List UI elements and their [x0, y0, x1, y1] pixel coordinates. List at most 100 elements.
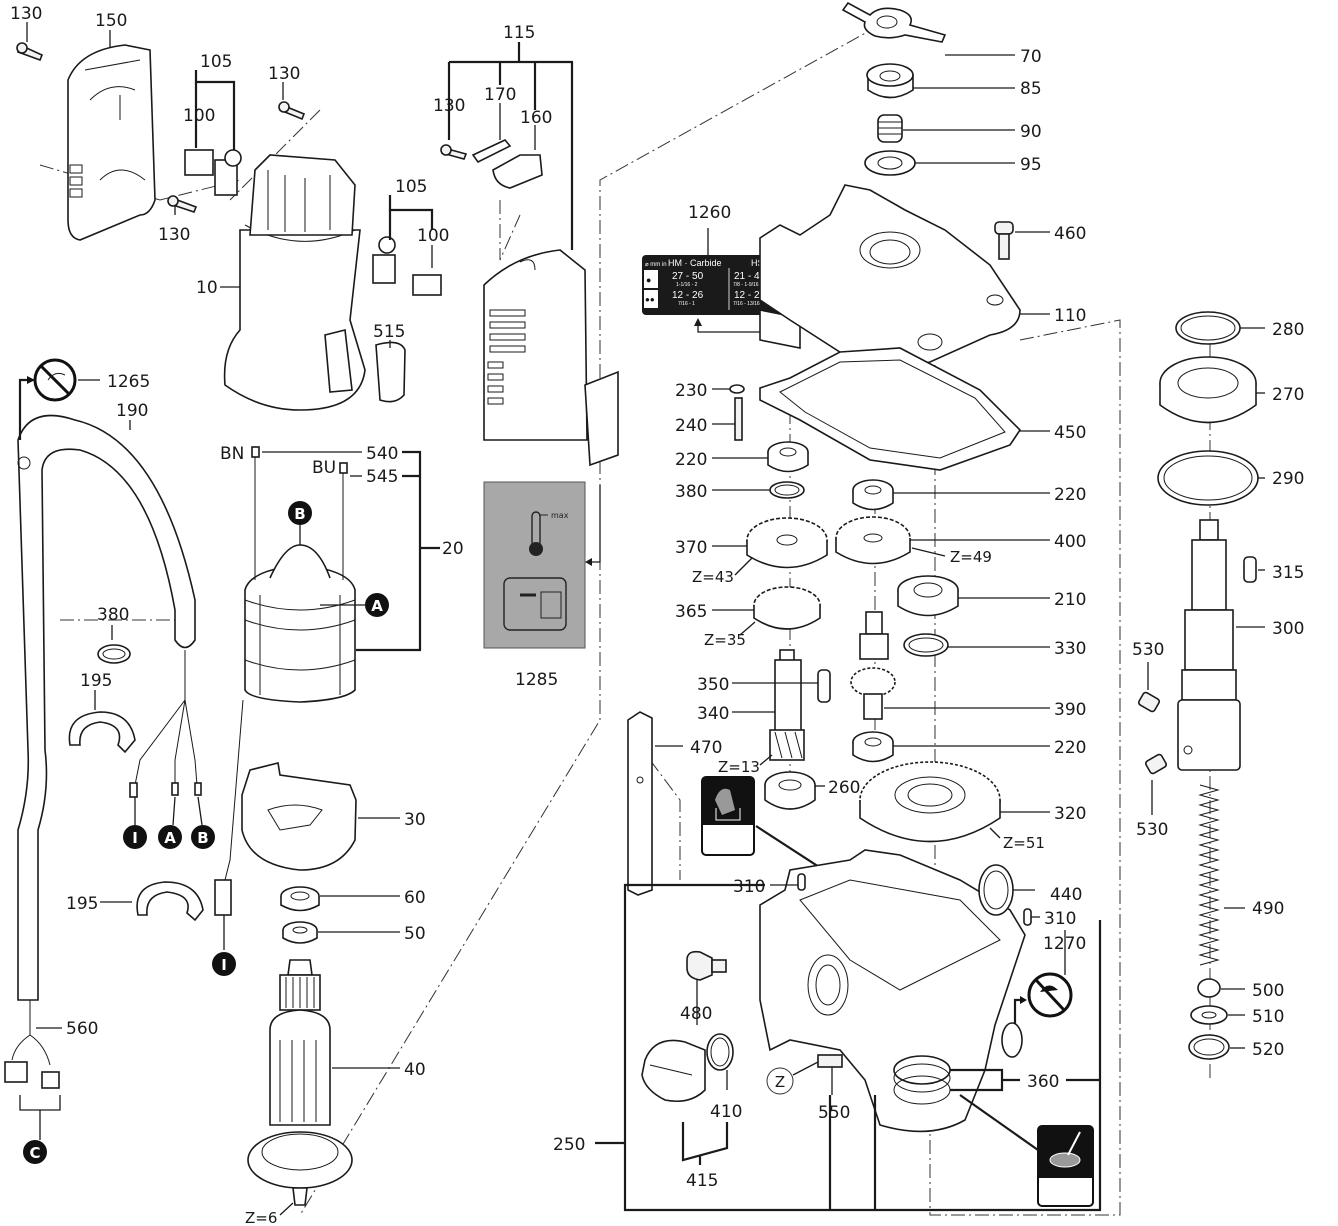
part-250-gear-housing[interactable]	[759, 849, 1026, 1133]
bearing-50[interactable]	[282, 921, 318, 944]
label-390: 390	[1054, 700, 1086, 720]
no-touch-icon	[33, 358, 77, 402]
bearing-85[interactable]	[866, 63, 914, 99]
part-115-handle-cover[interactable]	[483, 249, 619, 467]
spindle-300[interactable]	[1177, 519, 1241, 771]
label-z49: Z=49	[950, 548, 992, 566]
label-130: 130	[433, 96, 465, 116]
part-560-cord[interactable]	[4, 1000, 60, 1089]
wire-540-bn[interactable]	[251, 446, 260, 580]
gasket-450[interactable]	[759, 347, 1022, 471]
part-number-labels: 130 150 105 100 130 130 10 105 100 515 1…	[10, 4, 1304, 1226]
gear-370[interactable]	[746, 517, 828, 569]
cord-clip-195-a[interactable]	[68, 711, 136, 754]
bearing-210[interactable]	[897, 575, 959, 617]
screw-130-b[interactable]	[167, 195, 198, 213]
label-320: 320	[1054, 804, 1086, 824]
wire-545-bu[interactable]	[339, 462, 348, 580]
retaining-ring-330[interactable]	[903, 633, 949, 657]
part-190-cord-guard[interactable]	[17, 414, 196, 1001]
spring-90[interactable]	[877, 114, 903, 143]
retaining-ring-290[interactable]	[1157, 450, 1259, 506]
part-500[interactable]	[1197, 978, 1221, 998]
bearing-260[interactable]	[764, 771, 816, 810]
label-1270: 1270	[1043, 934, 1086, 954]
label-230: 230	[675, 381, 707, 401]
part-160-cord-guard[interactable]	[492, 154, 543, 189]
label-115: 115	[503, 23, 535, 43]
nipple-550[interactable]	[817, 1054, 843, 1068]
label-490: 490	[1252, 899, 1284, 919]
cord-wires	[129, 650, 244, 916]
label-210: 210	[1054, 590, 1086, 610]
table-row2-symbol: ●●	[645, 295, 655, 304]
assembly-line-470	[649, 759, 681, 880]
table-row1-carbide-mm: 27 - 50	[672, 271, 704, 282]
badge-b-cord: B	[191, 825, 215, 849]
svg-text:B: B	[197, 829, 208, 847]
retaining-ring-380-a[interactable]	[97, 644, 131, 664]
bearing-60[interactable]	[280, 886, 320, 912]
label-330: 330	[1054, 639, 1086, 659]
screw-240[interactable]	[734, 397, 743, 441]
retaining-ring-280[interactable]	[1175, 311, 1241, 345]
screw-130-c[interactable]	[278, 101, 306, 121]
bearing-220-a[interactable]	[767, 441, 809, 473]
part-170-clamp[interactable]	[471, 139, 512, 164]
label-95: 95	[1020, 155, 1042, 175]
label-20: 20	[442, 539, 464, 559]
key-350[interactable]	[817, 669, 831, 703]
retaining-ring-380-b[interactable]	[769, 481, 805, 499]
part-10-motor-housing[interactable]	[223, 154, 366, 411]
washer-510[interactable]	[1190, 1005, 1228, 1025]
label-30: 30	[404, 810, 426, 830]
label-360: 360	[1027, 1072, 1059, 1092]
part-30-air-guide[interactable]	[241, 762, 357, 871]
label-1260: 1260	[688, 203, 731, 223]
label-480: 480	[680, 1004, 712, 1024]
brush-holder-105-b[interactable]	[372, 236, 442, 296]
gear-365[interactable]	[753, 586, 821, 630]
label-220: 220	[1054, 738, 1086, 758]
part-40-armature[interactable]	[247, 959, 353, 1206]
screw-130-a[interactable]	[16, 42, 44, 62]
spring-490[interactable]	[1198, 784, 1220, 966]
gear-400[interactable]	[835, 516, 911, 565]
oring-410[interactable]	[706, 1033, 734, 1071]
gear-320[interactable]	[859, 761, 1001, 843]
label-170: 170	[484, 85, 516, 105]
set-screw-530-b[interactable]	[1145, 753, 1168, 775]
cord-clip-195-b[interactable]	[136, 881, 204, 922]
cap-415[interactable]	[641, 1039, 706, 1103]
label-440: 440	[1050, 885, 1082, 905]
shaft-390[interactable]	[850, 611, 896, 720]
shaft-340[interactable]	[769, 649, 805, 761]
svg-text:A: A	[371, 597, 383, 615]
retaining-ring-520[interactable]	[1188, 1034, 1230, 1060]
seal-rings-360[interactable]	[893, 1055, 951, 1105]
screw-130-d[interactable]	[440, 144, 468, 160]
brush-grease-icon	[1037, 1125, 1094, 1207]
part-20-field-stator[interactable]	[244, 544, 356, 703]
guide-470[interactable]	[627, 711, 653, 896]
washer-95[interactable]	[864, 150, 916, 176]
bearing-220-b[interactable]	[852, 479, 894, 511]
brush-holder-105-a[interactable]	[184, 149, 242, 196]
part-150-end-cover[interactable]	[67, 44, 156, 241]
bearing-220-c[interactable]	[852, 731, 894, 763]
seal-ring-1270[interactable]	[1001, 1022, 1023, 1058]
key-315[interactable]	[1243, 556, 1257, 583]
pin-310-b[interactable]	[1023, 908, 1032, 926]
part-515-cover[interactable]	[375, 341, 406, 403]
washer-230[interactable]	[729, 384, 745, 394]
plug-480[interactable]	[686, 950, 727, 981]
pin-310-a[interactable]	[797, 873, 806, 891]
assembly-line-cover	[39, 164, 241, 201]
ring-440[interactable]	[978, 864, 1014, 916]
screw-460[interactable]	[994, 221, 1014, 260]
table-row2-hss-mm: 12 - 20	[734, 290, 766, 301]
bearing-270[interactable]	[1159, 356, 1257, 424]
set-screw-530-a[interactable]	[1138, 691, 1161, 713]
part-70-plate[interactable]	[841, 1, 947, 43]
